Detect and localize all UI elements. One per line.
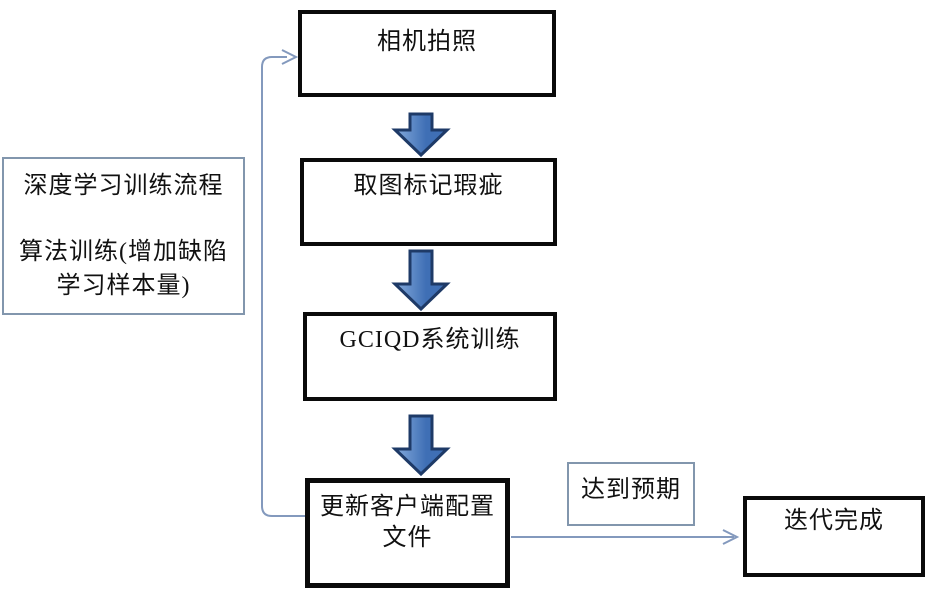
down-block-arrow-1 <box>391 112 451 158</box>
down-block-arrow-2 <box>391 249 451 312</box>
node-update-config-label-line1: 更新客户端配置 <box>320 494 495 520</box>
note-box-training-process: 深度学习训练流程 算法训练(增加缺陷 学习样本量) <box>2 157 245 315</box>
node-mark-defects-label: 取图标记瑕疵 <box>353 173 504 199</box>
node-expectation-text: 达到预期 <box>581 477 681 503</box>
node-update-config-label-line2: 文件 <box>382 525 433 551</box>
note-line-2: 算法训练(增加缺陷 <box>19 239 228 265</box>
node-update-config: 更新客户端配置 文件 <box>305 478 510 588</box>
note-line-1: 深度学习训练流程 <box>23 173 224 199</box>
node-camera-label: 相机拍照 <box>377 29 477 55</box>
node-iteration-complete: 迭代完成 <box>743 496 925 577</box>
node-gciqd-training-label: GCIQD系统训练 <box>339 327 521 353</box>
node-iteration-complete-label: 迭代完成 <box>784 508 884 534</box>
node-gciqd-training: GCIQD系统训练 <box>303 312 557 401</box>
complete-arrowhead-icon <box>722 529 740 545</box>
node-camera: 相机拍照 <box>298 10 556 97</box>
note-line-3: 学习样本量) <box>56 273 191 299</box>
node-expectation-label: 达到预期 <box>567 462 695 526</box>
node-mark-defects: 取图标记瑕疵 <box>300 158 557 246</box>
feedback-arrowhead-icon <box>281 49 299 65</box>
down-block-arrow-3 <box>391 414 451 477</box>
feedback-connector <box>261 49 306 517</box>
feedback-connector-line <box>261 56 306 517</box>
complete-connector <box>511 529 740 545</box>
